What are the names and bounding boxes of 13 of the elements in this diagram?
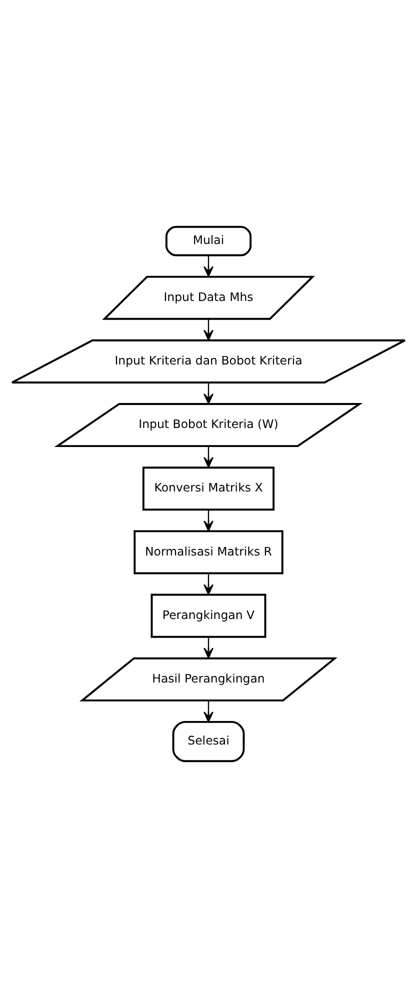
node-box: Perangkingan V	[150, 594, 266, 638]
arrow	[204, 319, 214, 341]
node-box: Selesai	[172, 720, 245, 762]
arrow	[204, 255, 214, 278]
arrow	[204, 636, 214, 659]
node-box: Mulai	[165, 226, 252, 256]
arrow	[204, 700, 214, 722]
arrow	[204, 382, 214, 404]
arrow	[204, 446, 214, 468]
node-box: Konversi Matriks X	[142, 466, 275, 511]
arrow	[204, 573, 214, 595]
arrow	[204, 510, 214, 532]
node-box: Normalisasi Matriks R	[134, 530, 284, 574]
